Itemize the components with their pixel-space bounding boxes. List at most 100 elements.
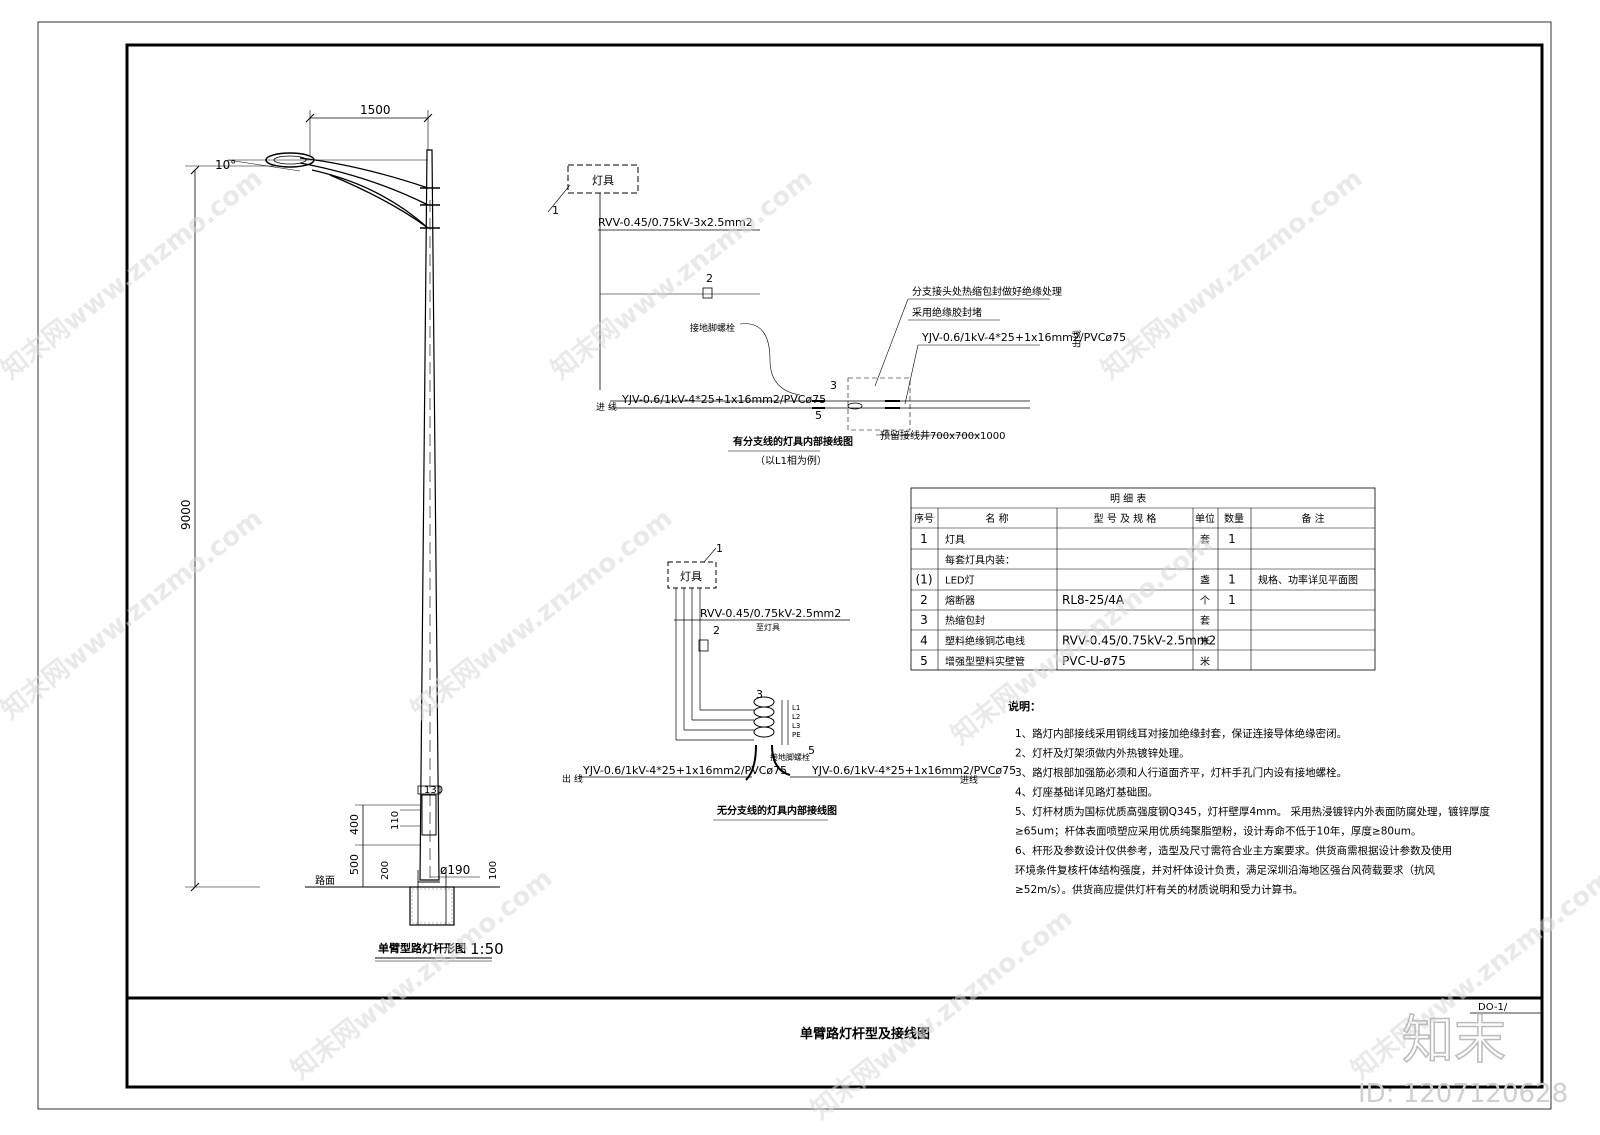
nobranch-item3: 3	[756, 688, 763, 701]
hand-hole	[421, 794, 437, 836]
watermark-text-3: 知末网www.znzmo.com	[1096, 163, 1368, 385]
table-cell: (1)	[916, 573, 933, 587]
branch-subcaption: （以L1相为例）	[755, 454, 827, 467]
table-cell: 1	[1228, 532, 1236, 546]
arm-length-dim: 1500	[360, 103, 391, 117]
table-header-cell: 备 注	[1301, 512, 1324, 525]
branch-wiring-diagram: 灯具 1 RVV-0.45/0.75kV-3x2.5mm2 2 接地脚螺栓 3 …	[547, 164, 1126, 467]
phase-l3: L3	[792, 722, 800, 730]
nobranch-wiring-diagram: 灯具 1 RVV-0.45/0.75kV-2.5mm2 至灯具 2 3 L1 L…	[562, 542, 1016, 821]
branch-note2: 采用绝缘胶封堵	[912, 306, 982, 319]
table-cell: 4	[920, 634, 928, 648]
table-cell: 每套灯具内装：	[945, 553, 1015, 566]
table-cell: 塑料绝缘铜芯电线	[945, 635, 1025, 648]
watermarks: 知末网www.znzmo.com 知末网www.znzmo.com 知末网www…	[0, 163, 1600, 1125]
note-line: ≥52m/s）。供货商应提供灯杆有关的材质说明和受力计算书。	[1015, 883, 1303, 896]
table-cell: 1	[1228, 573, 1236, 587]
branch-cable-out: YJV-0.6/1kV-4*25+1x16mm2/PVCø75	[921, 331, 1126, 344]
note-line: 6、杆形及参数设计仅供参考，造型及尺寸需符合业主方案要求。供货商需根据设计参数及…	[1015, 844, 1452, 857]
dim-100: 100	[488, 861, 499, 880]
notes-heading: 说明：	[1008, 699, 1041, 713]
dim-130: 130	[424, 785, 443, 796]
nobranch-ground-bolt: 接地脚螺栓	[770, 752, 810, 762]
watermark-text-8: 知末网www.znzmo.com	[806, 903, 1078, 1125]
drawing-number: DO-1/	[1478, 1002, 1508, 1013]
outer-sheet-border	[37, 21, 1552, 1110]
pole-caption: 单臂型路灯杆形图	[378, 941, 466, 955]
table-cell: 熔断器	[945, 594, 975, 607]
dim-400: 400	[348, 814, 361, 835]
branch-item5: 5	[815, 409, 822, 422]
foundation	[409, 886, 455, 926]
branch-item2: 2	[706, 272, 713, 285]
notes-block: 说明： 1、路灯内部接线采用铜线耳对接加绝缘封套，保证连接导体绝缘密闭。2、灯杆…	[1008, 699, 1490, 896]
table-cell: PVC-U-ø75	[1062, 654, 1126, 668]
note-line: ≥65um；杆体表面喷塑应采用优质纯聚脂塑粉，设计寿命不低于10年，厚度≥80u…	[1015, 825, 1421, 838]
table-cell: 3	[920, 613, 928, 627]
branch-pit-label: 预留接线井700x700x1000	[880, 429, 1005, 442]
table-cell: 2	[920, 593, 928, 607]
table-cell: 1	[1228, 593, 1236, 607]
nobranch-item5: 5	[808, 744, 815, 757]
watermark-text-5: 知末网www.znzmo.com	[406, 503, 678, 725]
phase-l2: L2	[792, 713, 800, 721]
nobranch-to-lamp: 至灯具	[756, 622, 780, 632]
branch-out-label: 出线	[1071, 330, 1083, 348]
dim-200: 200	[380, 861, 391, 880]
branch-cable-top: RVV-0.45/0.75kV-3x2.5mm2	[598, 216, 753, 229]
table-cell: 套	[1200, 614, 1210, 627]
nobranch-lamp-label: 灯具	[680, 570, 702, 583]
nobranch-cable-out: YJV-0.6/1kV-4*25+1x16mm2/PVCø75	[582, 764, 787, 777]
nobranch-in-label: 进线	[960, 774, 978, 786]
pole-scale: 1:50	[470, 940, 504, 958]
nobranch-cable-top: RVV-0.45/0.75kV-2.5mm2	[700, 607, 841, 620]
table-cell: 热缩包封	[945, 614, 985, 627]
pole-height-dim: 9000	[179, 499, 193, 530]
watermark-text-2: 知末网www.znzmo.com	[546, 163, 818, 385]
watermark-text-1: 知末网www.znzmo.com	[0, 163, 268, 385]
inner-frame-border	[125, 43, 1544, 1089]
table-cell: 增强型塑料实壁管	[945, 655, 1025, 668]
branch-ground-bolt: 接地脚螺栓	[690, 322, 735, 334]
ground-label: 路面	[315, 874, 335, 887]
nobranch-cable-in: YJV-0.6/1kV-4*25+1x16mm2/PVCø75	[811, 764, 1016, 777]
branch-in-label: 进 线	[596, 401, 617, 413]
branch-cable-in: YJV-0.6/1kV-4*25+1x16mm2/PVCø75	[621, 393, 826, 406]
diameter-dim: ø190	[440, 863, 470, 877]
table-cell: 5	[920, 654, 928, 668]
table-header-cell: 序号	[914, 512, 934, 525]
pole-drawing: 10° 1500 9000 130 110 400 500 200 100 ø1…	[179, 103, 504, 962]
table-cell: 套	[1200, 533, 1210, 546]
phase-pe: PE	[792, 731, 801, 739]
note-line: 3、路灯根部加强筋必须和人行道面齐平，灯杆手孔门内设有接地螺栓。	[1015, 766, 1347, 779]
watermark-text-7: 知末网www.znzmo.com	[286, 863, 558, 1085]
junction-box	[847, 377, 911, 431]
branch-note1: 分支接头处热缩包封做好绝缘处理	[912, 285, 1062, 298]
branch-lamp-label: 灯具	[592, 174, 614, 187]
table-cell: 规格、功率详见平面图	[1258, 574, 1358, 587]
arm-angle-label: 10°	[215, 158, 236, 172]
table-header-cell: 型 号 及 规 格	[1094, 512, 1157, 525]
note-line: 环境条件复核杆体结构强度，并对杆体设计负责，满足深圳沿海地区强台风荷载要求（抗风	[1015, 864, 1435, 877]
table-cell: 米	[1200, 655, 1210, 668]
table-cell: LED灯	[945, 575, 975, 587]
table-cell: RL8-25/4A	[1062, 593, 1125, 607]
nobranch-out-label: 出 线	[562, 773, 583, 785]
drawing-title: 单臂路灯杆型及接线图	[800, 1026, 930, 1042]
table-header-cell: 数量	[1224, 512, 1244, 525]
phase-l1: L1	[792, 704, 800, 712]
nobranch-caption: 无分支线的灯具内部接线图	[716, 804, 837, 817]
nobranch-item1: 1	[716, 542, 723, 555]
note-line: 1、路灯内部接线采用铜线耳对接加绝缘封套，保证连接导体绝缘密闭。	[1015, 727, 1347, 740]
table-cell: 个	[1200, 595, 1210, 607]
table-cell: 米	[1200, 635, 1210, 648]
pole-arm	[299, 157, 429, 229]
note-line: 4、灯座基础详见路灯基础图。	[1015, 786, 1158, 799]
dim-110: 110	[390, 811, 401, 830]
table-cell: 灯具	[945, 534, 965, 546]
branch-caption: 有分支线的灯具内部接线图	[733, 435, 853, 448]
watermark-text-4: 知末网www.znzmo.com	[0, 503, 268, 725]
branch-lamp-box	[567, 164, 639, 194]
